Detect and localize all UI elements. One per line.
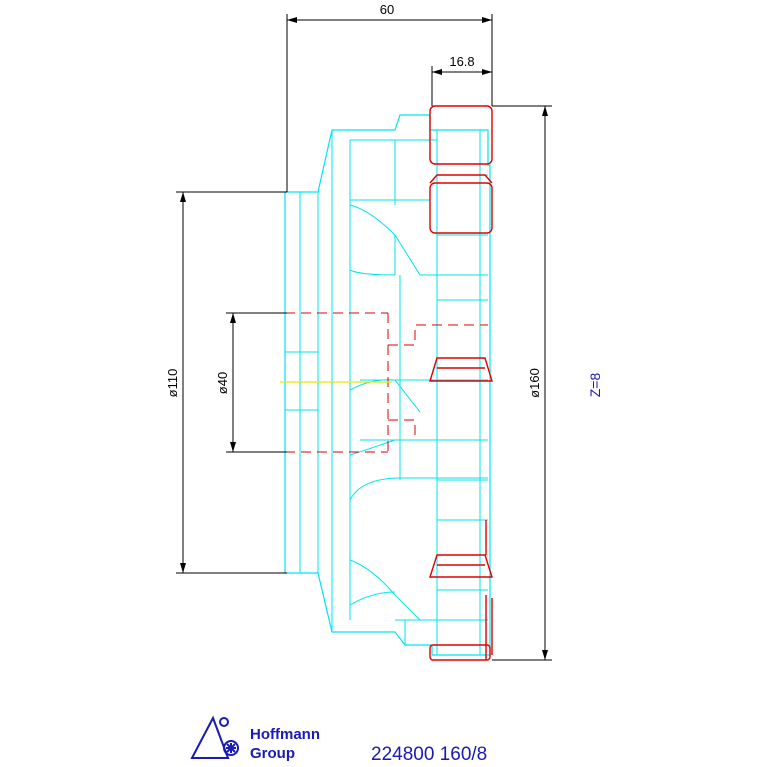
dimension-arrows: [180, 17, 548, 660]
arrowhead: [230, 313, 236, 323]
chip-pocket: [349, 559, 488, 621]
hoffmann-logo: Hoffmann Group: [190, 715, 320, 762]
cutter-body: [284, 114, 491, 656]
arrowhead: [482, 69, 492, 75]
part-number: 224800 160/8: [371, 744, 487, 765]
logo-mark-icon: [190, 715, 239, 759]
arrowhead: [180, 563, 186, 573]
chip-pocket: [349, 204, 488, 276]
dimension-label-16-8: 16.8: [449, 54, 474, 69]
logo-line1: Hoffmann: [250, 726, 320, 743]
keyway: [285, 351, 319, 411]
arrowhead: [180, 192, 186, 202]
bolt-hidden-line: [388, 324, 488, 346]
arrowhead: [542, 650, 548, 660]
arrowhead: [432, 69, 442, 75]
insert-bevel: [429, 174, 493, 184]
arrowhead: [482, 17, 492, 23]
arrowhead: [287, 17, 297, 23]
bolt-hidden-line: [388, 419, 416, 440]
dimension-label-160: ø160: [527, 368, 542, 398]
dimension-label-110: ø110: [165, 369, 180, 398]
insert: [429, 644, 491, 661]
dimension-label-40: ø40: [215, 372, 230, 394]
arrowhead: [542, 106, 548, 116]
insert: [429, 554, 493, 578]
arrowhead: [230, 442, 236, 452]
inserts: [429, 105, 493, 661]
dimension-label-60: 60: [380, 2, 394, 17]
insert: [429, 105, 493, 165]
chip-pocket: [349, 439, 488, 456]
insert: [429, 182, 493, 234]
insert: [429, 357, 493, 382]
chip-pocket: [349, 379, 421, 413]
logo-line2: Group: [250, 745, 295, 762]
teeth-count-label: Z=8: [587, 373, 603, 398]
chip-pocket: [349, 477, 488, 501]
chip-pocket: [349, 269, 396, 276]
dimension-lines: [176, 14, 552, 661]
chip-pocket: [349, 591, 396, 606]
